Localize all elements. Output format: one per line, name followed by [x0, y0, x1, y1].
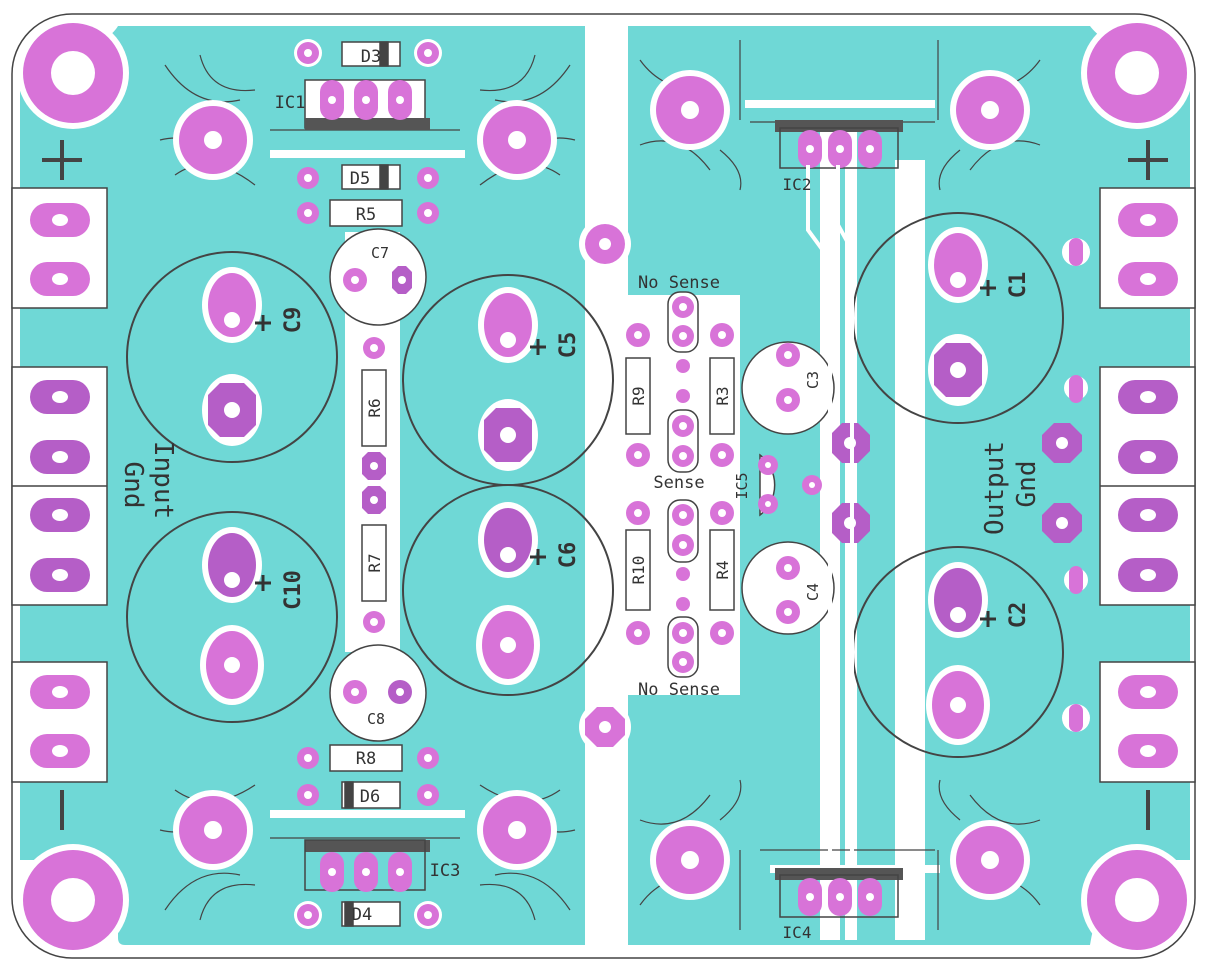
label-d3: D3: [361, 47, 381, 67]
supply-polarity-symbols: [42, 140, 1168, 830]
label-c3: C3: [804, 371, 822, 389]
label-input: Input: [148, 441, 178, 519]
label-c10: C10: [281, 570, 306, 610]
label-c9: C9: [281, 307, 306, 334]
label-r6: R6: [365, 398, 384, 417]
label-ic2: IC2: [783, 175, 812, 194]
label-no-sense-bottom: No Sense: [638, 680, 720, 700]
axial-components: [329, 41, 735, 927]
mounting-holes: [17, 17, 1193, 956]
label-r9: R9: [629, 386, 648, 405]
label-r4: R4: [713, 560, 732, 579]
label-gnd-right: Gnd: [1012, 461, 1042, 508]
label-c5: C5: [556, 332, 581, 359]
label-ic5: IC5: [733, 472, 751, 499]
small-capacitors: [329, 228, 835, 742]
terminal-blocks-left: [11, 187, 108, 783]
axial-pads: [294, 39, 734, 929]
copper-pour-left: [20, 26, 585, 945]
output-traces: [806, 165, 854, 860]
ic5-package: [758, 453, 822, 517]
large-capacitor-pads: [200, 227, 990, 745]
label-sense: Sense: [653, 473, 704, 493]
polarity-marks: [255, 280, 996, 627]
label-c8: C8: [367, 710, 385, 728]
label-d5: D5: [350, 169, 370, 189]
label-ic3: IC3: [430, 861, 461, 881]
label-c7: C7: [371, 244, 389, 262]
label-d4: D4: [352, 905, 372, 925]
label-c4: C4: [804, 583, 822, 601]
label-output: Output: [980, 441, 1010, 535]
label-c6: C6: [556, 542, 581, 569]
regulators: [304, 79, 903, 918]
heatsink-pads: [173, 70, 1030, 900]
label-r5: R5: [356, 205, 376, 225]
label-r7: R7: [365, 553, 384, 572]
label-ic4: IC4: [783, 923, 812, 942]
label-r8: R8: [356, 749, 376, 769]
power-pads: [579, 218, 1082, 753]
label-d6: D6: [360, 787, 380, 807]
label-no-sense-top: No Sense: [638, 273, 720, 293]
label-ic1: IC1: [275, 93, 306, 113]
label-gnd-left: Gnd: [118, 462, 148, 509]
terminal-blocks-right: [1062, 187, 1196, 783]
label-c2: C2: [1006, 602, 1031, 629]
silkscreen-labels: D3 D5 R5 IC1 C7 C8 R8 D6 IC3 D4 IC2 IC4 …: [118, 47, 1042, 942]
label-c1: C1: [1006, 272, 1031, 299]
sense-headers: [667, 291, 699, 678]
label-r3: R3: [713, 386, 732, 405]
label-r10: R10: [629, 556, 648, 585]
